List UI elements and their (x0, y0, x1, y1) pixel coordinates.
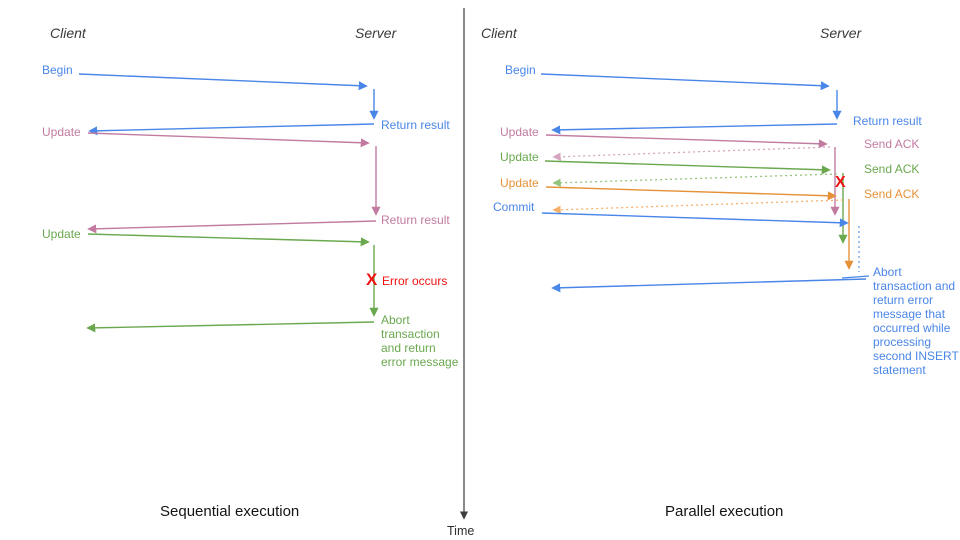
seq-begin-return-line (88, 123, 375, 136)
par-client-header: Client (481, 25, 517, 41)
seq-error-x-icon: X (366, 270, 378, 289)
par-update1-label: Update (500, 125, 539, 139)
par-begin-label: Begin (505, 63, 536, 77)
seq-client-header: Client (50, 25, 86, 41)
seq-abort-label: Abort transaction and return error messa… (381, 313, 459, 369)
par-begin-return-line (551, 123, 838, 135)
seq-begin-label: Begin (42, 63, 73, 77)
par-update1-request-line (545, 134, 828, 149)
par-begin-return-label: Return result (853, 114, 922, 128)
par-update2-request-line (544, 160, 831, 175)
seq-abort-return-line (86, 321, 375, 333)
par-error-x-icon: X (835, 174, 846, 191)
seq-begin-request-line (78, 73, 368, 91)
par-caption: Parallel execution (665, 503, 784, 520)
par-commit-request-line (541, 212, 849, 228)
seq-update1-label: Update (42, 125, 81, 139)
par-update1-ack-line (552, 146, 831, 161)
par-server-header: Server (820, 25, 862, 41)
par-update1-ack-label: Send ACK (864, 137, 920, 151)
seq-update1-return-line (87, 220, 377, 234)
seq-server-header: Server (355, 25, 397, 41)
par-abort-baseline (841, 275, 870, 279)
seq-update1-return-label: Return result (381, 213, 450, 227)
seq-update1-request-line (87, 132, 370, 148)
par-begin-request-line (540, 73, 830, 91)
par-update2-ack-label: Send ACK (864, 162, 920, 176)
seq-update2-label: Update (42, 227, 81, 241)
par-abort-label: Abort transaction and return error messa… (873, 265, 959, 377)
par-update3-label: Update (500, 176, 539, 190)
par-update3-ack-label: Send ACK (864, 187, 920, 201)
par-commit-label: Commit (493, 200, 535, 214)
seq-error-label: Error occurs (382, 274, 448, 288)
par-update2-label: Update (500, 150, 539, 164)
par-update3-ack-line (552, 199, 844, 214)
time-axis-label: Time (447, 524, 475, 538)
par-update2-ack-line (552, 173, 838, 188)
seq-update2-request-line (87, 233, 370, 247)
par-update3-request-line (545, 186, 837, 201)
seq-caption: Sequential execution (160, 503, 300, 520)
seq-begin-return-label: Return result (381, 118, 450, 132)
par-abort-return-line (551, 278, 867, 293)
